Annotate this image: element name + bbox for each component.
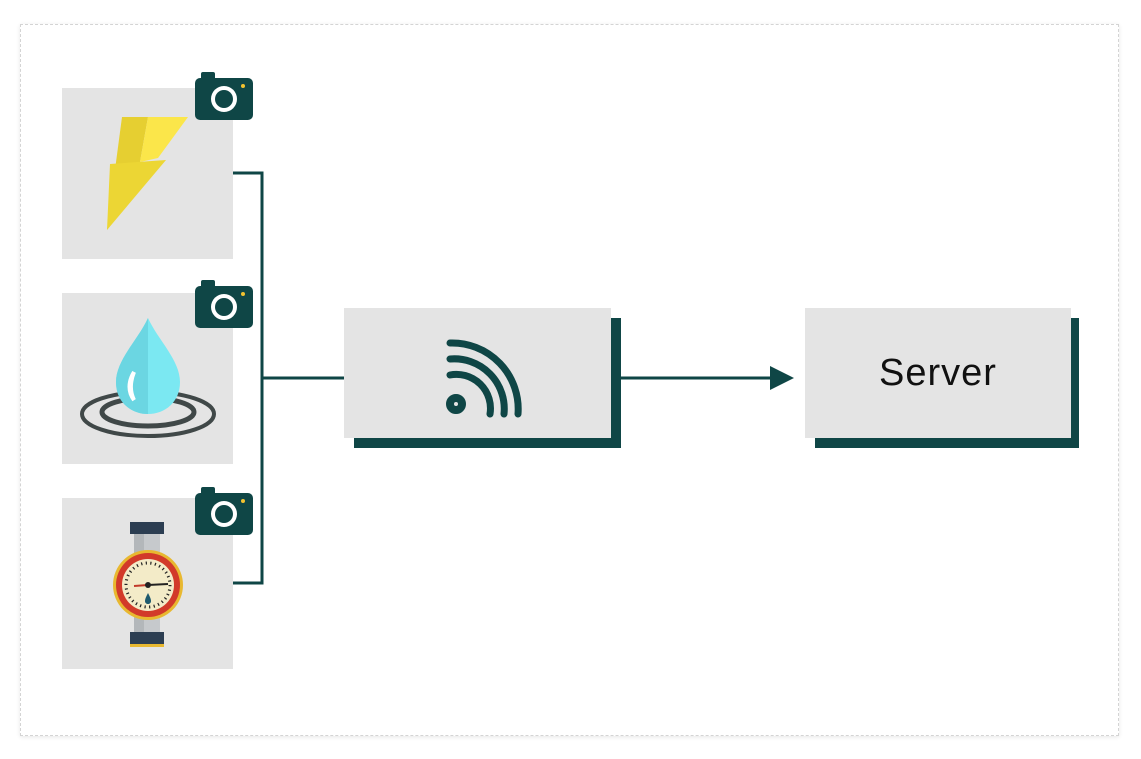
server-label: Server	[879, 351, 997, 394]
connector-lines	[233, 171, 772, 585]
arrow-head	[770, 366, 794, 390]
water-drop-icon	[80, 318, 216, 438]
camera-icon	[195, 487, 253, 535]
wireless-signal-icon	[446, 339, 522, 418]
camera-icon	[195, 280, 253, 328]
input-box-water	[62, 293, 233, 464]
water-meter-icon	[113, 522, 183, 647]
input-box-electricity	[62, 88, 233, 259]
lightning-icon	[107, 117, 188, 230]
gateway-box	[344, 308, 621, 448]
server-box	[805, 308, 1079, 448]
camera-icon	[195, 72, 253, 120]
